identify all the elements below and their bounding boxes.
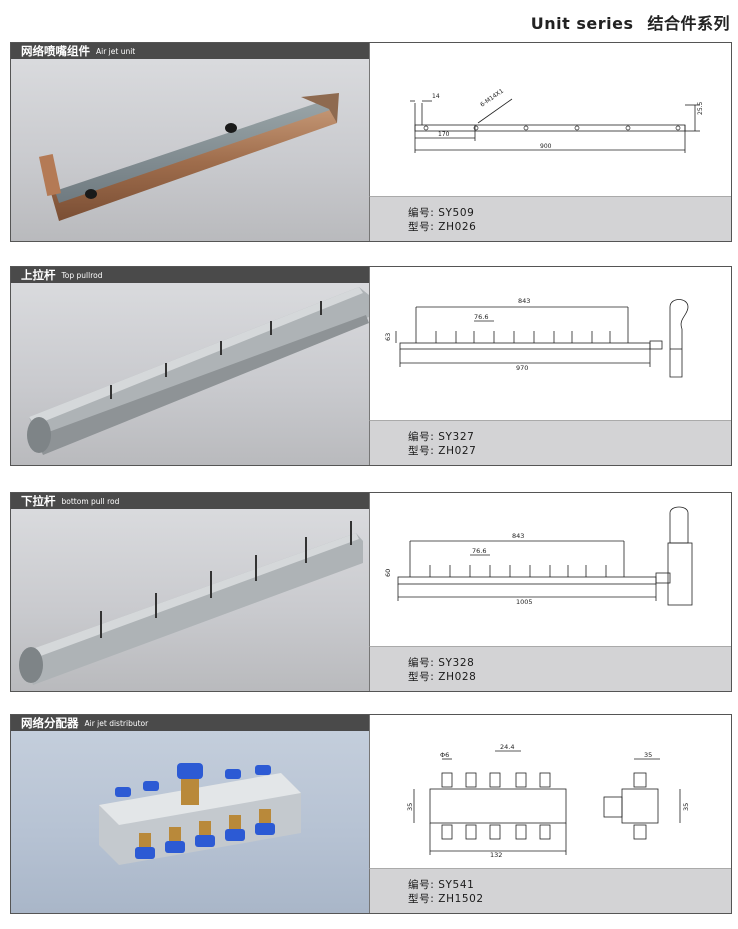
dim-label: 6-M14X1: [479, 87, 505, 108]
air-jet-unit-photo: [38, 93, 339, 221]
product-photo: [11, 715, 369, 913]
product-photo: [11, 267, 369, 465]
section-title-cn: 网络分配器: [21, 716, 79, 730]
product-model: 型号: ZH026: [408, 221, 477, 233]
header-title-cn: 结合件系列: [647, 14, 730, 33]
dim-label: 35: [644, 751, 652, 759]
product-code: 编号: SY328: [408, 657, 475, 669]
section-title-en: bottom pull rod: [61, 496, 120, 506]
dim-label: 900: [540, 143, 552, 150]
product-model: 型号: ZH027: [408, 445, 477, 457]
dim-label: 35: [682, 803, 690, 811]
dim-label: 843: [518, 297, 530, 305]
section-title-en: Air jet unit: [96, 46, 136, 56]
product-section-air-jet-unit: 网络喷嘴组件 Air jet unit 14 6-M14X1 170: [10, 42, 732, 242]
dim-label: 76.6: [474, 313, 488, 321]
page-header: Unit series 结合件系列: [531, 10, 730, 34]
product-section-bottom-pull-rod: 下拉杆 bottom pull rod: [10, 492, 732, 692]
section-title-bar: 上拉杆 Top pullrod: [11, 267, 369, 283]
dim-label: 25.5: [697, 101, 704, 115]
product-section-top-pullrod: 上拉杆 Top pullrod: [10, 266, 732, 466]
dim-label: 24.4: [500, 743, 514, 751]
bottom-pull-rod-photo: [19, 521, 363, 685]
top-pullrod-photo: [27, 287, 369, 455]
product-info-panel: 编号: SY328 型号: ZH028: [369, 646, 731, 691]
section-title-bar: 网络分配器 Air jet distributor: [11, 715, 369, 731]
air-jet-distributor-photo: [99, 763, 301, 865]
product-info-panel: 编号: SY509 型号: ZH026: [369, 196, 731, 241]
section-title-en: Air jet distributor: [84, 718, 149, 728]
dim-label: 14: [432, 93, 440, 100]
dim-label: 63: [384, 333, 392, 341]
dim-label: 1005: [516, 598, 533, 606]
product-code: 编号: SY541: [408, 879, 475, 891]
dim-label: 170: [438, 131, 450, 138]
product-photo: [11, 43, 369, 241]
product-code: 编号: SY327: [408, 431, 475, 443]
section-title-cn: 上拉杆: [21, 268, 56, 282]
product-info-panel: 编号: SY327 型号: ZH027: [369, 420, 731, 465]
header-title-en: Unit series: [530, 14, 634, 33]
product-section-air-jet-distributor: 网络分配器 Air jet distributor: [10, 714, 732, 914]
dim-label: 60: [384, 569, 392, 577]
dim-label: 35: [406, 803, 414, 811]
dim-label: 970: [516, 364, 528, 372]
product-photo: [11, 493, 369, 691]
product-code: 编号: SY509: [408, 207, 475, 219]
section-title-cn: 下拉杆: [21, 494, 56, 508]
section-title-cn: 网络喷嘴组件: [21, 44, 90, 58]
dim-label: 843: [512, 532, 524, 540]
dim-label: Φ6: [440, 751, 449, 759]
section-title-bar: 网络喷嘴组件 Air jet unit: [11, 43, 369, 59]
product-model: 型号: ZH028: [408, 671, 477, 683]
section-title-en: Top pullrod: [61, 270, 103, 280]
product-model: 型号: ZH1502: [408, 893, 484, 905]
product-info-panel: 编号: SY541 型号: ZH1502: [369, 868, 731, 913]
dim-label: 132: [490, 851, 502, 859]
section-title-bar: 下拉杆 bottom pull rod: [11, 493, 369, 509]
dim-label: 76.6: [472, 547, 486, 555]
